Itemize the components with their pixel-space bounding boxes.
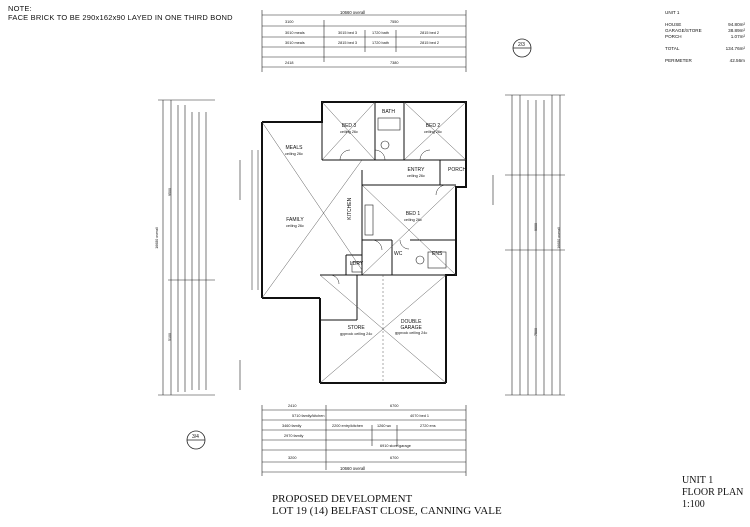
section-marker-top: 2/3 — [518, 42, 525, 48]
dim-bottom-r4-1: 6910 store/garage — [380, 444, 411, 448]
room-wc: WC — [394, 251, 403, 257]
dim-left-overall: 16680 overall — [154, 227, 159, 249]
fixtures — [351, 117, 447, 273]
dim-bottom-r1-1: 6700 — [390, 404, 399, 408]
dim-bottom-r3-3: 2720 ens — [420, 424, 436, 428]
dim-top-r3-0: 3010 meals — [285, 41, 305, 45]
dim-top-r2-2: 1720 bath — [372, 31, 389, 35]
dim-top-r3-3: 2815 bed 2 — [420, 41, 440, 45]
dim-bottom-overall: 10660 overall — [340, 466, 366, 471]
dim-top-r4-0: 2418 — [285, 61, 294, 65]
sheet-unit: UNIT 1 — [682, 475, 714, 486]
dim-right-overall: 16680 overall — [556, 227, 561, 249]
dim-top-right: 7550 — [390, 20, 399, 24]
dim-top-r2-1: 3015 bed 3 — [338, 31, 358, 35]
room-laundry: LDRY — [350, 261, 364, 267]
dim-top-r3-2: 1720 bath — [372, 41, 389, 45]
dim-top-r4-1: 7380 — [390, 61, 399, 65]
door-swings — [329, 149, 447, 285]
dim-bottom-r3-2: 1260 wc — [377, 424, 392, 428]
brick-note: NOTE: FACE BRICK TO BE 290x162x90 LAYED … — [8, 4, 233, 22]
dim-bottom-r3-0: 3460 family — [282, 424, 302, 428]
room-bath: BATH — [382, 109, 395, 115]
dim-bottom-r5-0: 3200 — [288, 456, 297, 460]
dim-top-left: 3100 — [285, 20, 294, 24]
dim-left-lower: 5100 — [168, 333, 172, 341]
project-title-line1: PROPOSED DEVELOPMENT — [272, 493, 413, 505]
dim-top-r2-0: 3010 meals — [285, 31, 305, 35]
dim-bottom-r5-1: 6700 — [390, 456, 399, 460]
dim-bottom-r4-0: 2970 family — [284, 434, 304, 438]
area-heading: UNIT 1 — [665, 10, 680, 15]
note-text: FACE BRICK TO BE 290x162x90 LAYED IN ONE… — [8, 13, 233, 22]
dim-top-r2-3: 2815 bed 2 — [420, 31, 440, 35]
dim-right-lower: 7500 — [534, 328, 538, 336]
internal-walls — [251, 102, 466, 321]
project-title: PROPOSED DEVELOPMENT LOT 19 (14) BELFAST… — [272, 493, 502, 517]
note-heading: NOTE: — [8, 4, 32, 13]
dim-left-main: 9500 — [168, 188, 172, 196]
room-porch: PORCH — [448, 167, 467, 173]
dim-top-r3-1: 2815 bed 3 — [338, 41, 358, 45]
sheet-scale: 1:100 — [682, 499, 705, 510]
dim-right-main: 9000 — [534, 223, 538, 231]
dim-bottom-r2-1: 4070 bed 1 — [410, 414, 430, 418]
sheet-title: UNIT 1 FLOOR PLAN 1:100 — [682, 475, 743, 511]
section-marker-circles — [186, 38, 532, 450]
project-title-line2: LOT 19 (14) BELFAST CLOSE, CANNING VALE — [272, 505, 502, 517]
section-marker-bottom: 3/4 — [192, 434, 199, 440]
ceiling-lines — [261, 101, 467, 384]
dim-top-overall: 10660 overall — [340, 10, 366, 15]
dim-bottom-r3-1: 2200 entry/kitchen — [332, 424, 364, 428]
sheet-plan-type: FLOOR PLAN — [682, 487, 744, 498]
room-ensuite: ENS — [432, 251, 443, 257]
dimension-lines — [158, 10, 565, 476]
room-kitchen: KITCHEN — [347, 197, 354, 220]
dim-bottom-r1-0: 2410 — [288, 404, 297, 408]
dim-bottom-r2-0: 5710 family/kitchen — [292, 414, 325, 418]
